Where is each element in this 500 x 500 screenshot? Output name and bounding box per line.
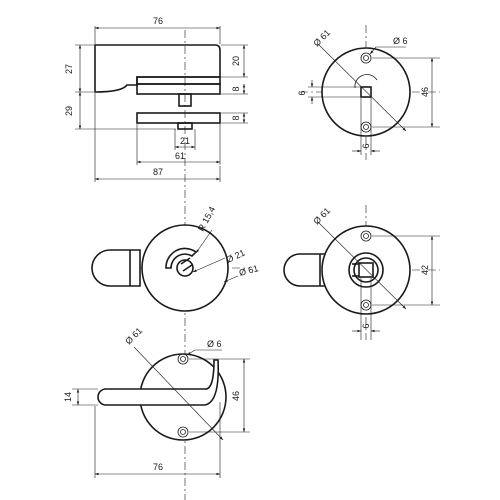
label-radius: R 15,4 — [196, 205, 217, 233]
thumbturn-hub — [348, 252, 384, 288]
dim-offset-left: 6 — [297, 90, 307, 95]
label-inner-diameter: Ø 21 — [225, 248, 247, 265]
dim-hole-spacing: 46 — [231, 391, 241, 401]
label-hole-6: Ø 6 — [393, 36, 408, 46]
screw-hole-bottom — [177, 426, 189, 438]
bottom-view: Ø 61 Ø 6 14 46 76 — [63, 326, 250, 478]
handle-block — [94, 44, 221, 93]
dim-hole-spacing: 46 — [420, 87, 430, 97]
spindle-square — [358, 262, 374, 278]
spindle-square — [360, 86, 372, 98]
label-outer-diameter: Ø 61 — [238, 263, 259, 278]
indicator-arc — [165, 247, 198, 269]
front-view: 76 27 29 20 8 8 21 61 87 — [64, 16, 248, 500]
center-view: R 15,4 Ø 21 Ø 61 — [91, 205, 259, 312]
dim-offset-bottom: 6 — [361, 323, 371, 328]
right-mid-view: Ø 61 42 6 — [283, 205, 440, 340]
lever-handle — [91, 249, 141, 287]
screw-hole-top — [360, 52, 372, 64]
dim-offset-bottom: 6 — [361, 143, 371, 148]
dim-overall-length: 76 — [153, 462, 163, 472]
upper-flange — [136, 83, 221, 95]
dim-width-top: 76 — [153, 16, 163, 26]
right-top-view: Ø 61 Ø 6 6 46 6 — [297, 25, 440, 160]
lever-handle — [97, 359, 220, 406]
screw-hole-top — [177, 353, 189, 365]
dim-rosette-diameter: 61 — [175, 151, 185, 161]
label-diameter-61: Ø 61 — [123, 326, 144, 347]
spindle-hole — [176, 259, 194, 277]
dim-spacing: 42 — [420, 265, 430, 275]
dim-handle-width: 14 — [63, 392, 73, 402]
screw-hole-top — [360, 230, 372, 242]
lower-spindle-stub — [177, 122, 193, 130]
label-diameter-61: Ø 61 — [311, 206, 332, 227]
label-hole-6: Ø 6 — [207, 339, 222, 349]
dim-spindle-width: 21 — [180, 136, 190, 146]
dim-flange-upper: 8 — [231, 86, 241, 91]
spindle — [178, 93, 192, 107]
indicator-arc — [354, 74, 378, 89]
lower-flange — [136, 112, 221, 124]
dim-height-lower: 29 — [64, 106, 74, 116]
label-diameter-61: Ø 61 — [311, 28, 332, 49]
dim-handle-block-height: 20 — [231, 56, 241, 66]
rosette-outline — [141, 224, 229, 312]
dim-overall-width: 87 — [153, 167, 163, 177]
dim-height-upper: 27 — [64, 64, 74, 74]
upper-flange-top — [136, 76, 221, 85]
lever-handle — [283, 253, 331, 287]
dim-flange-lower: 8 — [231, 115, 241, 120]
